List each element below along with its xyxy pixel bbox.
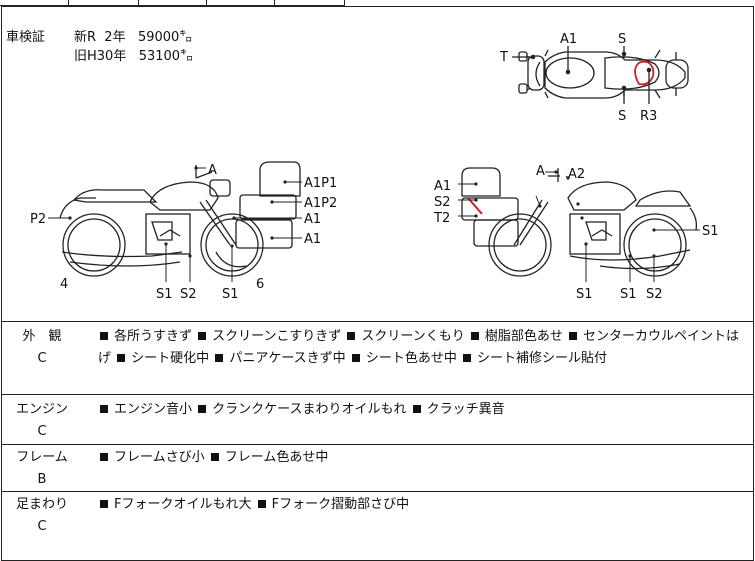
bullet-square-icon [100,500,108,508]
label-s-bottom: S [618,109,626,124]
section-grade: C [37,519,47,534]
label-t: T [499,50,508,65]
label-s1-left-b: S1 [222,287,239,302]
label-s1-right-side: S1 [702,224,719,239]
label-a1-left-1: A1 [304,212,321,227]
label-s1-right-b: S1 [620,287,637,302]
section-items: フレームさび小 フレーム色あせ中 [98,447,748,469]
label-a-right: A [536,164,545,179]
section-grade: C [37,351,47,366]
bullet-square-icon [462,354,471,362]
inspection-row-old: 旧H30年 53100㌔ [74,49,194,64]
section-suspension: 足まわり C Fフォークオイルもれ大 Fフォーク摺動部さび中 [0,494,755,554]
header-cells [0,0,755,6]
section-exterior: 外 観 C 各所うすきず スクリーンこすりきず スクリーンくもり 樹脂部色あせ … [0,326,755,394]
header-cell [275,0,345,6]
label-a1-left-2: A1 [304,232,321,247]
bullet-square-icon [198,332,207,340]
label-s2-right-b: S2 [646,287,663,302]
label-p2: P2 [30,212,46,227]
bullet-square-icon [210,453,219,461]
section-grade: B [37,472,47,487]
section-engine: エンジン C エンジン音小 クランクケースまわりオイルもれ クラッチ異音 [0,399,755,445]
label-a2: A2 [568,167,585,182]
defect-item: センターカウルペイントはげ [98,329,740,366]
label-s2-right: S2 [434,195,451,210]
section-name: エンジン C [2,399,82,443]
defect-item: 樹脂部色あせ [484,329,563,344]
defect-item: クラッチ異音 [426,402,505,417]
divider [1,444,754,445]
label-a1-top: A1 [560,32,577,47]
defect-item: シート補修シール貼付 [476,351,607,366]
damage-mark-r3 [634,60,655,86]
label-s1-left-a: S1 [156,287,173,302]
section-items: エンジン音小 クランクケースまわりオイルもれ クラッチ異音 [98,399,748,421]
bullet-square-icon [100,332,108,340]
bullet-square-icon [347,332,356,340]
label-6: 6 [256,277,264,292]
defect-item: 各所うすきず [114,329,193,344]
defect-item: フレーム色あせ中 [224,450,329,465]
defect-item: クランクケースまわりオイルもれ [212,402,407,417]
header-cell [0,0,69,6]
divider [1,491,754,492]
damage-diagram: T A1 S S R3 [30,32,719,302]
bullet-square-icon [117,354,126,362]
inspection-label: 車検証 [6,30,46,45]
top-view-motorcycle [512,46,689,104]
divider [1,394,754,395]
section-name: 外 観 C [2,326,82,370]
header-cell [207,0,275,6]
bullet-square-icon [351,354,360,362]
section-items: Fフォークオイルもれ大 Fフォーク摺動部さび中 [98,494,748,516]
bullet-square-icon [257,500,266,508]
section-frame: フレーム B フレームさび小 フレーム色あせ中 [0,447,755,491]
defect-item: パニアケースきず中 [229,351,346,366]
left-side-motorcycle [59,161,301,277]
label-r3: R3 [640,109,657,124]
bullet-square-icon [412,405,421,413]
bullet-square-icon [470,332,479,340]
section-name: フレーム B [2,447,82,491]
inspection-row-new: 新R 2年 59000㌔ [74,30,193,45]
label-4: 4 [60,277,68,292]
label-t2: T2 [433,211,450,226]
defect-item: シート硬化中 [131,351,210,366]
bullet-square-icon [100,453,108,461]
inspection-block: 車検証 新R 2年 59000㌔ 旧H30年 53100㌔ [6,28,193,66]
defect-item: スクリーンこすりきず [212,329,342,344]
label-s1-right-a: S1 [576,287,593,302]
defect-item: シート色あせ中 [365,351,457,366]
label-a1p2: A1P2 [304,196,337,211]
bullet-square-icon [100,405,108,413]
section-name: 足まわり C [2,494,82,538]
label-a-left: A [208,163,217,178]
label-s2-left: S2 [180,287,197,302]
defect-item: Fフォークオイルもれ大 [114,497,252,512]
defect-item: Fフォーク摺動部さび中 [271,497,410,512]
bullet-square-icon [215,354,224,362]
defect-item: スクリーンくもり [361,329,465,344]
right-side-motorcycle [461,167,698,277]
bullet-square-icon [569,332,578,340]
divider [1,321,754,322]
bullet-square-icon [198,405,207,413]
damage-mark-s2 [467,197,483,215]
label-a1p1: A1P1 [304,176,337,191]
defect-item: エンジン音小 [114,402,193,417]
label-s-top: S [618,32,626,47]
defect-item: フレームさび小 [114,450,205,465]
header-cell [139,0,207,6]
label-a1-right: A1 [434,179,451,194]
section-items: 各所うすきず スクリーンこすりきず スクリーンくもり 樹脂部色あせ センターカウ… [98,326,748,370]
section-grade: C [37,424,47,439]
header-cell [69,0,139,6]
